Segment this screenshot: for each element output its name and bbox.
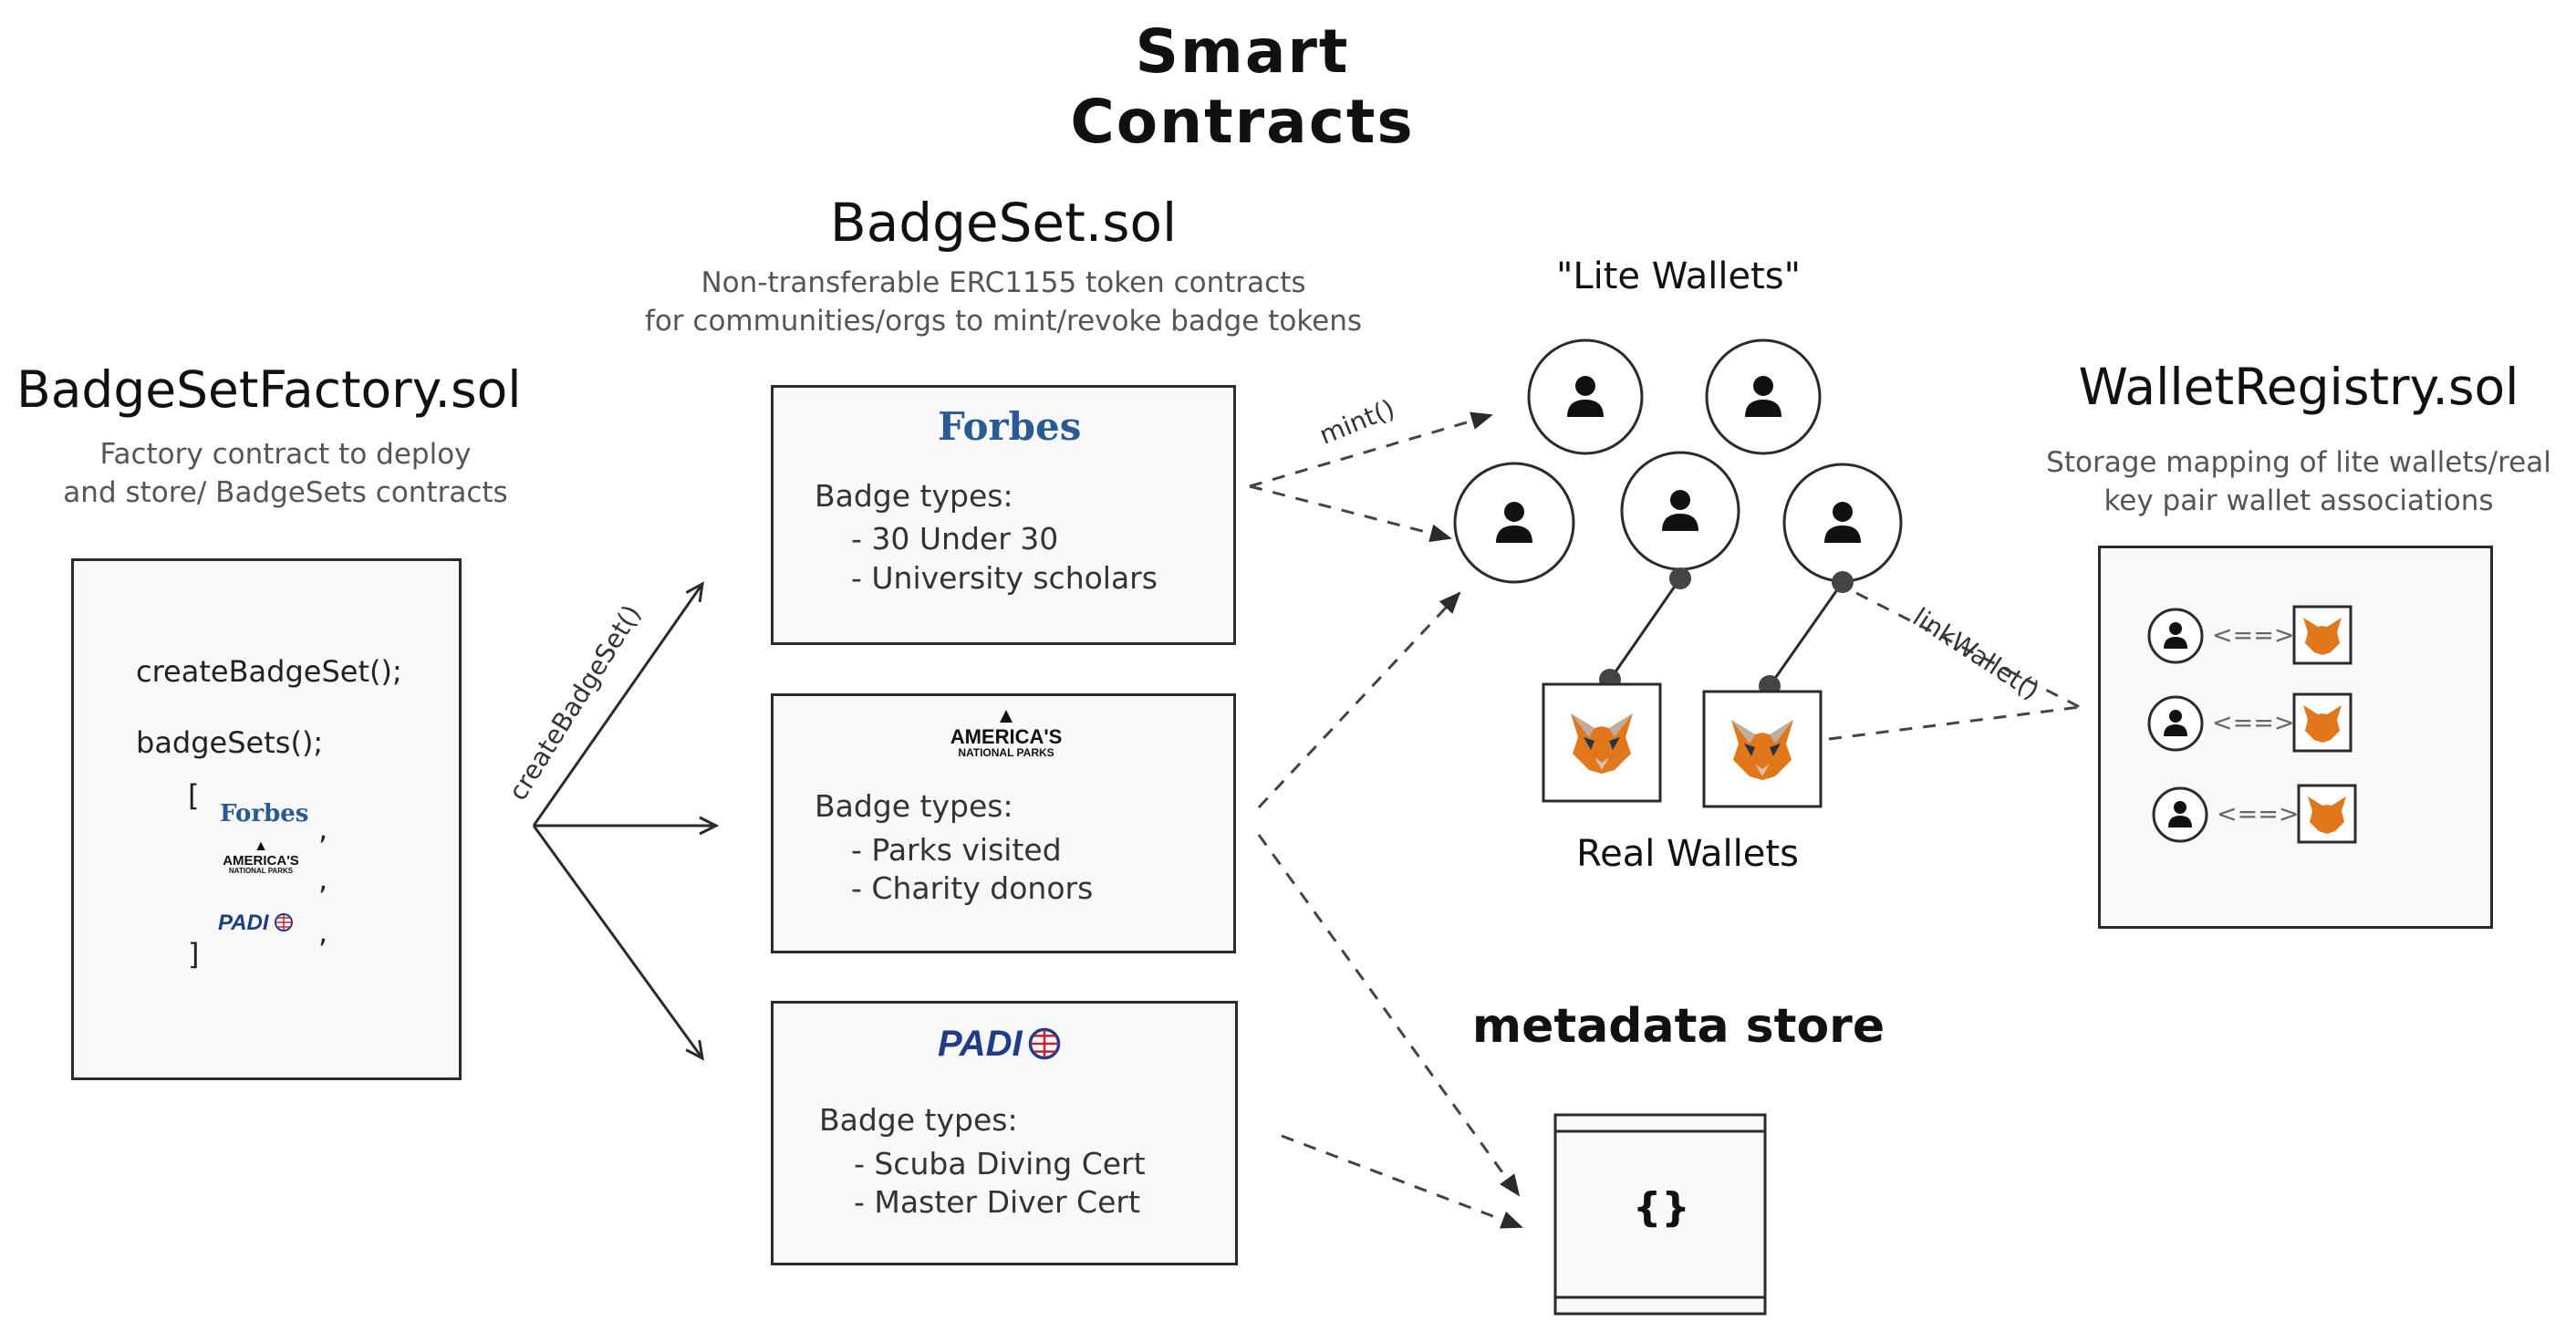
badgeset-card-padi: PADI Badge types: - Scuba Diving Cert - …	[771, 1001, 1238, 1265]
lite-wallet-icon	[2147, 608, 2204, 664]
lite-wallet-circles	[1453, 338, 1903, 584]
card-forbes-item-1: - 30 Under 30	[851, 521, 1059, 557]
factory-list-comma-2: ,	[318, 862, 328, 897]
factory-list-comma-3: ,	[318, 915, 328, 950]
metamask-fox-icon	[1731, 720, 1793, 780]
card-anp-line2: NATIONAL PARKS	[958, 746, 1054, 759]
registry-row-3: <==>	[2151, 784, 2461, 848]
registry-description: Storage mapping of lite wallets/real key…	[2025, 444, 2572, 521]
factory-card: createBadgeSet(); badgeSets(); [ Forbes …	[71, 558, 462, 1080]
metadata-arrows	[1257, 834, 1523, 1229]
mint-arrows	[1249, 411, 1493, 809]
badgeset-card-forbes: Forbes Badge types: - 30 Under 30 - Univ…	[771, 385, 1236, 645]
card-padi-types-label: Badge types:	[819, 1102, 1018, 1138]
real-wallet-icon	[2292, 692, 2353, 753]
factory-bracket-close: ]	[188, 937, 200, 972]
factory-description-line2: and store/ BadgeSets contracts	[63, 475, 508, 509]
padi-globe-icon	[274, 913, 293, 931]
wallet-link-lines	[1608, 578, 1844, 687]
real-wallet-icon	[2292, 605, 2353, 665]
badgeset-description: Non-transferable ERC1155 token contracts…	[602, 265, 1405, 341]
factory-list-comma-1: ,	[318, 812, 328, 847]
badgeset-card-anp: ▲ AMERICA'S NATIONAL PARKS Badge types: …	[771, 693, 1236, 953]
card-anp-item-2: - Charity donors	[851, 870, 1094, 906]
card-padi-globe-icon	[1028, 1027, 1060, 1060]
card-anp-line1: AMERICA'S	[950, 725, 1063, 748]
card-forbes-item-2: - University scholars	[851, 560, 1158, 596]
registry-row-1: <==>	[2146, 605, 2457, 669]
card-anp-item-1: - Parks visited	[851, 832, 1062, 868]
badgeset-title: BadgeSet.sol	[829, 192, 1178, 254]
factory-title: BadgeSetFactory.sol	[16, 360, 522, 419]
metadata-store-title: metadata store	[1471, 999, 1885, 1054]
factory-bracket-open: [	[188, 778, 200, 813]
link-wallet-lines	[1828, 591, 2081, 741]
lite-wallet-icon	[2152, 786, 2208, 843]
factory-list-logo-padi: PADI	[218, 911, 294, 936]
badgeset-description-line1: Non-transferable ERC1155 token contracts	[701, 266, 1306, 299]
json-braces-icon: {}	[1633, 1184, 1690, 1231]
factory-code-create: createBadgeSet();	[136, 654, 402, 689]
factory-description-line1: Factory contract to deploy	[99, 438, 472, 471]
card-padi-item-2: - Master Diver Cert	[854, 1184, 1140, 1220]
page-title: Smart Contracts	[1070, 16, 1415, 157]
card-anp-logo: ▲ AMERICA'S NATIONAL PARKS	[929, 703, 1084, 759]
factory-padi-text: PADI	[218, 911, 269, 935]
registry-card: <==> <==> <==>	[2098, 546, 2493, 929]
card-forbes-types-label: Badge types:	[815, 478, 1013, 514]
card-forbes-logo: Forbes	[938, 404, 1082, 449]
registry-row-2: <==>	[2146, 692, 2457, 756]
person-icons	[1496, 376, 1861, 543]
badgeset-description-line2: for communities/orgs to mint/revoke badg…	[644, 304, 1363, 338]
registry-description-line2: key pair wallet associations	[2103, 484, 2494, 517]
factory-anp-line2: NATIONAL PARKS	[228, 867, 294, 875]
registry-description-line1: Storage mapping of lite wallets/real	[2046, 446, 2551, 479]
metamask-fox-icon	[1571, 713, 1633, 774]
lite-wallets-title: "Lite Wallets"	[1555, 255, 1802, 297]
mapping-symbol: <==>	[2217, 800, 2300, 828]
real-wallet-icon	[2297, 784, 2357, 844]
mapping-symbol: <==>	[2212, 621, 2295, 650]
card-padi-logo: PADI	[938, 1024, 1062, 1065]
card-anp-types-label: Badge types:	[815, 788, 1013, 824]
card-anp-eagle-icon: ▲	[995, 703, 1017, 728]
anp-eagle-icon: ▲	[254, 838, 268, 854]
metadata-store-box	[1553, 1113, 1767, 1316]
factory-list-logo-forbes: Forbes	[220, 800, 309, 827]
card-padi-item-1: - Scuba Diving Cert	[854, 1146, 1146, 1181]
registry-title: WalletRegistry.sol	[2078, 358, 2519, 416]
factory-description: Factory contract to deploy and store/ Ba…	[16, 436, 555, 513]
create-badgeset-arrows	[532, 581, 720, 1061]
wallet-link-dots	[1599, 567, 1854, 697]
factory-list-logo-anp: ▲ AMERICA'S NATIONAL PARKS	[211, 839, 311, 875]
factory-anp-line1: AMERICA'S	[223, 853, 299, 869]
real-wallets-title: Real Wallets	[1576, 833, 1799, 875]
mapping-symbol: <==>	[2212, 709, 2295, 737]
factory-code-badgesets: badgeSets();	[136, 725, 324, 760]
lite-wallet-icon	[2147, 695, 2204, 752]
card-padi-text: PADI	[938, 1024, 1023, 1064]
